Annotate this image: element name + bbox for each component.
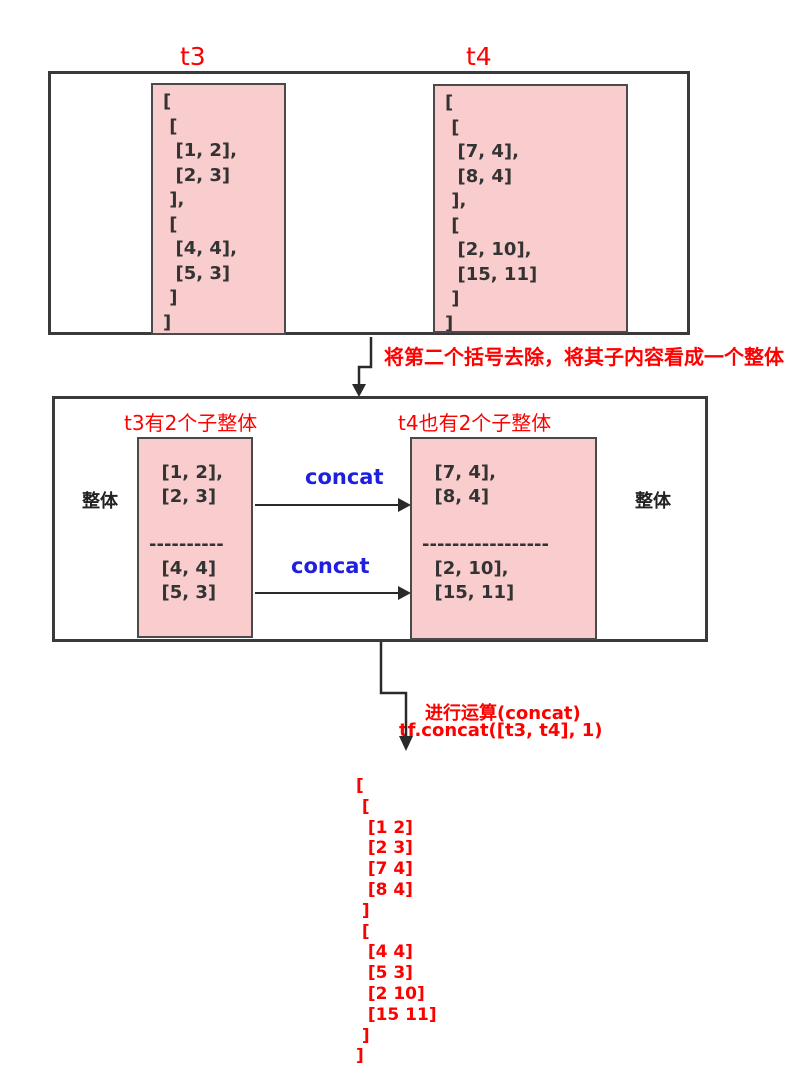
t3-groups-text: [1, 2], [2, 3] ---------- [4, 4] [5, 3] <box>149 462 224 603</box>
t4-title: t4 <box>466 42 492 71</box>
t3-array-text: [ [ [1, 2], [2, 3] ], [ [4, 4], [5, 3] ]… <box>163 91 237 333</box>
t4-array-box: [ [ [7, 4], [8, 4] ], [ [2, 10], [15, 11… <box>433 84 628 333</box>
concat-label-bottom: concat <box>291 554 370 578</box>
whole-label-right: 整体 <box>635 491 671 512</box>
step1-annotation: 将第二个括号去除，将其子内容看成一个整体 <box>384 345 784 369</box>
t3-array-box: [ [ [1, 2], [2, 3] ], [ [4, 4], [5, 3] ]… <box>151 83 286 335</box>
concat-label-top: concat <box>305 465 384 489</box>
result-output-text: [ [ [1 2] [2 3] [7 4] [8 4] ] [ [4 4] [5… <box>356 776 437 1067</box>
t4-array-text: [ [ [7, 4], [8, 4] ], [ [2, 10], [15, 11… <box>445 92 538 333</box>
t3-title: t3 <box>180 42 206 71</box>
t3-groups-box: [1, 2], [2, 3] ---------- [4, 4] [5, 3] <box>137 437 253 638</box>
t4-groups-text: [7, 4], [8, 4] ----------------- [2, 10]… <box>422 462 550 603</box>
step1-elbow-down-arrow <box>352 337 373 397</box>
step2-annotation-line1: 进行运算(concat) <box>425 703 581 724</box>
whole-label-left: 整体 <box>82 491 118 512</box>
t3-sub-title: t3有2个子整体 <box>124 411 258 435</box>
step2-annotation-line2: tf.concat([t3, t4], 1) <box>399 720 603 741</box>
t4-groups-box: [7, 4], [8, 4] ----------------- [2, 10]… <box>410 437 597 640</box>
top-tensors-box: [ [ [1, 2], [2, 3] ], [ [4, 4], [5, 3] ]… <box>48 71 690 335</box>
t4-sub-title: t4也有2个子整体 <box>398 411 552 435</box>
